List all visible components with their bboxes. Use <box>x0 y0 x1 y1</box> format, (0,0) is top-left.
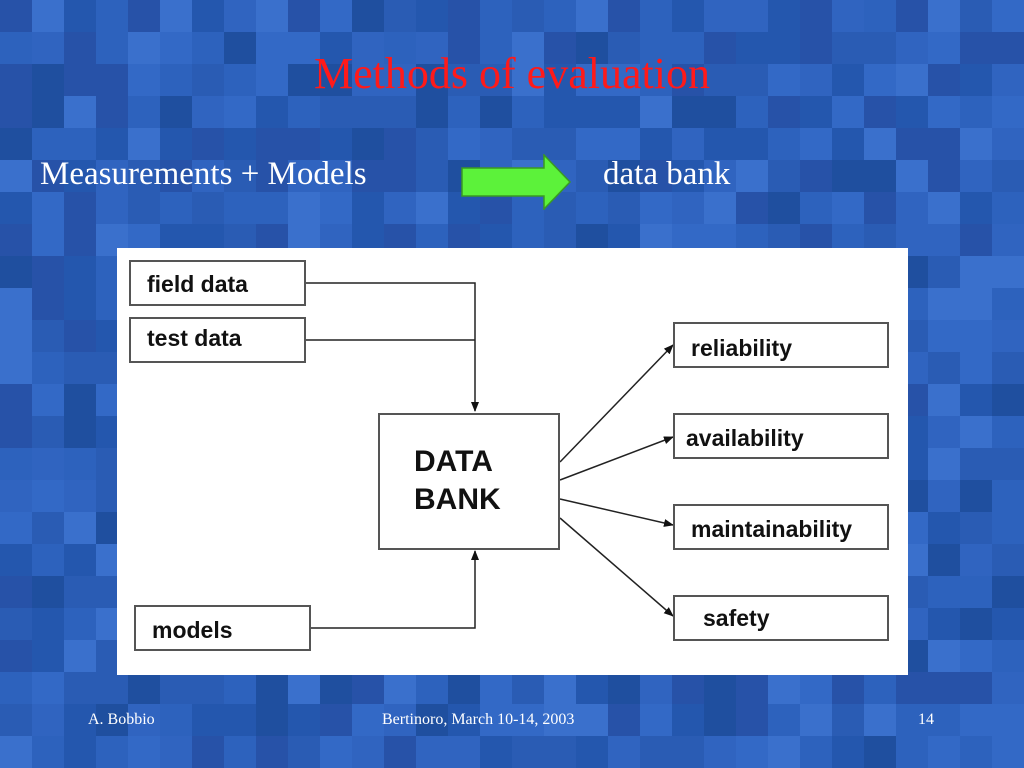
output-label: maintainability <box>691 516 853 542</box>
output-box-availability: availability <box>673 413 889 459</box>
connector-availability <box>559 436 674 481</box>
data-bank-label-line1: DATA <box>414 445 493 478</box>
output-label: availability <box>686 425 804 451</box>
right-arrow-icon <box>461 154 572 210</box>
footer-event: Bertinoro, March 10-14, 2003 <box>382 711 575 728</box>
connector-maintainability <box>559 498 674 527</box>
slide-title: Methods of evaluation <box>314 49 710 98</box>
output-box-safety: safety <box>673 595 889 641</box>
connector-safety <box>559 517 674 617</box>
footer-page-number: 14 <box>918 711 934 728</box>
diagram-connectors <box>305 282 674 629</box>
output-box-maintainability: maintainability <box>673 504 889 550</box>
headline-left-text: Measurements + Models <box>40 156 367 192</box>
output-box-reliability: reliability <box>673 322 889 368</box>
input-box-test-data: test data <box>129 317 306 363</box>
footer-author: A. Bobbio <box>88 711 155 728</box>
output-label: safety <box>703 605 770 631</box>
input-label: field data <box>147 271 248 297</box>
data-bank-box: DATA BANK <box>378 413 560 550</box>
connector-models <box>311 550 479 629</box>
data-bank-label-line2: BANK <box>414 483 501 516</box>
input-label: models <box>152 617 233 643</box>
output-label: reliability <box>691 335 792 361</box>
data-bank-diagram: field data test data models DATA BANK re… <box>117 248 908 675</box>
data-bank-label: DATA BANK <box>414 443 524 519</box>
input-box-field-data: field data <box>129 260 306 306</box>
input-label: test data <box>147 325 242 351</box>
connector-reliability <box>559 344 674 463</box>
headline-right-text: data bank <box>603 156 731 192</box>
connector-field-data <box>305 282 479 412</box>
input-box-models: models <box>134 605 311 651</box>
